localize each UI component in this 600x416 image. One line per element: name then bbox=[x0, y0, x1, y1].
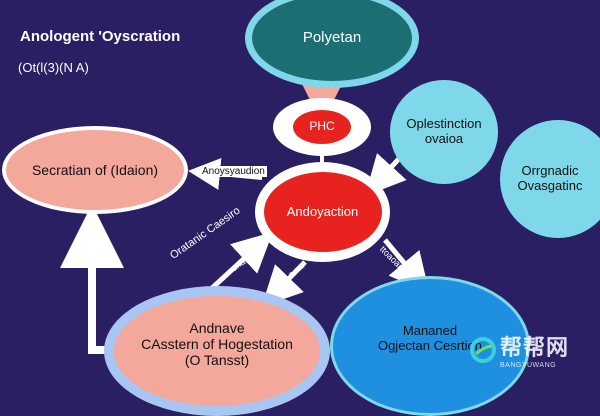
node-orgnadic-line1: Orrgnadic bbox=[521, 163, 579, 179]
node-andnave: Andnave CAsstern of Hogestation (O Tanss… bbox=[104, 286, 330, 416]
node-oplestinction-line1: Oplestinction bbox=[406, 116, 482, 132]
edge-andnave-andoyaction-a bbox=[208, 231, 274, 292]
watermark-en: BANGYUWANG bbox=[500, 362, 557, 369]
node-polyetan: Polyetan bbox=[245, 0, 419, 88]
watermark-cn: 帮帮网 bbox=[500, 336, 570, 361]
node-phc-inner: PHC bbox=[293, 110, 351, 144]
node-orgnadic-line2: Ovasgatinc bbox=[517, 178, 583, 193]
node-secration-label: Secratian of (Idaion) bbox=[31, 161, 159, 178]
node-orgnadic: Orrgnadic Ovasgatinc bbox=[500, 120, 600, 238]
node-orgnadic-text: Orrgnadic Ovasgatinc bbox=[517, 163, 583, 194]
diagram-subtitle: (Ot(l(3)(N A) bbox=[18, 60, 89, 75]
node-mananed-line1: Mananed bbox=[402, 323, 458, 339]
watermark-logo-icon bbox=[470, 336, 496, 363]
node-andoyaction: Andoyaction bbox=[255, 162, 390, 262]
node-andoyaction-inner: Andoyaction bbox=[263, 172, 382, 252]
node-andnave-line2: CAsstern of Hogestation bbox=[141, 335, 293, 352]
node-mananed-text: Mananed Ogjectan Cesrtion bbox=[377, 323, 483, 354]
node-andoyaction-label: Andoyaction bbox=[286, 203, 359, 219]
edge-label-left-arrow: Anoysyaudion bbox=[200, 166, 267, 177]
watermark-text: 帮帮网 BANGYUWANG bbox=[500, 330, 569, 369]
watermark: 帮帮网 BANGYUWANG bbox=[470, 330, 569, 369]
node-andnave-line1: Andnave bbox=[189, 319, 245, 336]
edge-andoyaction-andnave-b bbox=[261, 260, 307, 307]
node-oplestinction-line2: ovaioa bbox=[424, 131, 464, 146]
node-oplestinction-text: Oplestinction ovaioa bbox=[406, 116, 482, 147]
node-oplestinction: Oplestinction ovaioa bbox=[390, 80, 498, 184]
node-andnave-line3: (O Tansst) bbox=[184, 352, 250, 369]
node-phc: PHC bbox=[273, 98, 371, 156]
node-phc-label: PHC bbox=[309, 119, 335, 134]
node-polyetan-label: Polyetan bbox=[302, 29, 362, 47]
diagram-title: Anologent 'Oyscration bbox=[20, 28, 181, 45]
node-mananed-line2: Ogjectan Cesrtion bbox=[377, 338, 483, 353]
node-secration: Secratian of (Idaion) bbox=[2, 126, 188, 214]
node-mananed: Mananed Ogjectan Cesrtion bbox=[330, 276, 530, 416]
node-andnave-text: Andnave CAsstern of Hogestation (O Tanss… bbox=[141, 320, 293, 368]
edge-andoyaction-mananed bbox=[383, 238, 430, 294]
